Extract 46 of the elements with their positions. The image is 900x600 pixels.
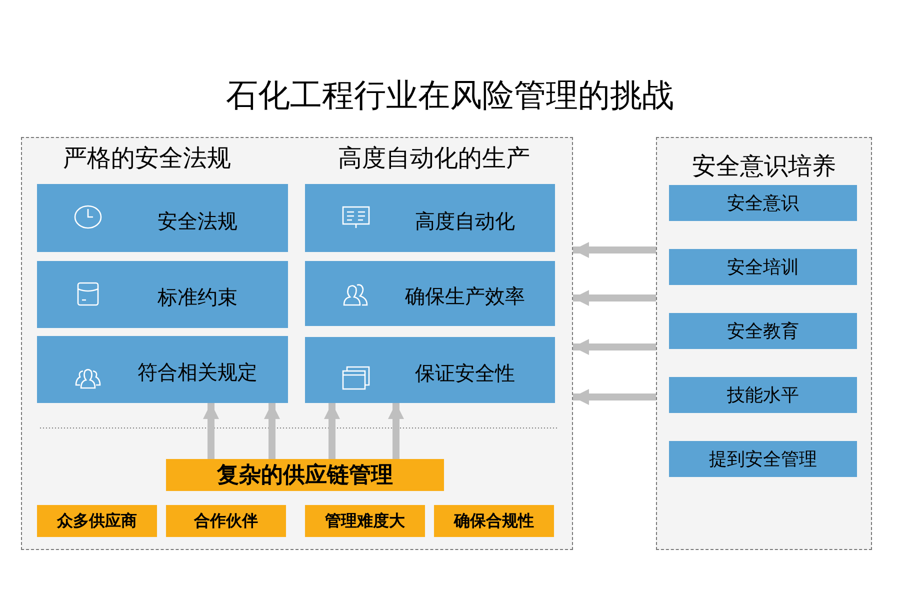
- feature-box: [37, 336, 288, 403]
- block-arrow: [203, 403, 219, 459]
- box-label: 高度自动化: [415, 210, 515, 234]
- box-label: 提到安全管理: [709, 448, 817, 471]
- box-label: 确保合规性: [454, 512, 534, 532]
- feature-box: [305, 337, 555, 403]
- block-arrow: [573, 339, 656, 355]
- column-heading: 严格的安全法规: [63, 144, 231, 174]
- box-label: 保证安全性: [415, 362, 515, 386]
- feature-box: [305, 261, 555, 326]
- feature-box: [305, 184, 555, 252]
- box-label: 安全意识: [727, 192, 799, 215]
- box-label: 确保生产效率: [405, 285, 525, 310]
- box-label: 安全培训: [727, 256, 799, 279]
- supply-box: [166, 505, 286, 537]
- box-label: 安全法规: [158, 210, 238, 234]
- feature-box: [37, 184, 288, 252]
- dashed-panel: [656, 137, 872, 550]
- block-arrow: [573, 242, 656, 258]
- box-label: 管理难度大: [325, 511, 405, 532]
- dashed-panel: [21, 137, 573, 550]
- box-label: 合作伙伴: [194, 512, 258, 532]
- box-label: 安全教育: [727, 320, 799, 343]
- block-arrow: [264, 403, 280, 459]
- training-box: [669, 313, 857, 349]
- box-label: 众多供应商: [57, 511, 137, 532]
- supply-box: [166, 459, 444, 491]
- column-heading: 高度自动化的生产: [338, 144, 530, 174]
- training-box: [669, 441, 857, 477]
- box-label: 标准约束: [158, 286, 238, 311]
- block-arrow: [324, 403, 340, 459]
- supply-box: [305, 505, 425, 537]
- block-arrow: [573, 389, 656, 405]
- training-box: [669, 249, 857, 285]
- block-arrow: [573, 290, 656, 306]
- diagram-title: 石化工程行业在风险管理的挑战: [225, 76, 675, 115]
- block-arrow: [388, 403, 404, 459]
- training-box: [669, 377, 857, 413]
- supply-box: [434, 505, 554, 537]
- box-label: 符合相关规定: [138, 361, 258, 386]
- training-box: [669, 185, 857, 221]
- box-label: 技能水平: [727, 384, 799, 407]
- supply-box: [37, 505, 157, 537]
- panel-heading: 安全意识培养: [691, 152, 837, 182]
- box-label: 复杂的供应链管理: [217, 461, 393, 489]
- feature-box: [37, 261, 288, 328]
